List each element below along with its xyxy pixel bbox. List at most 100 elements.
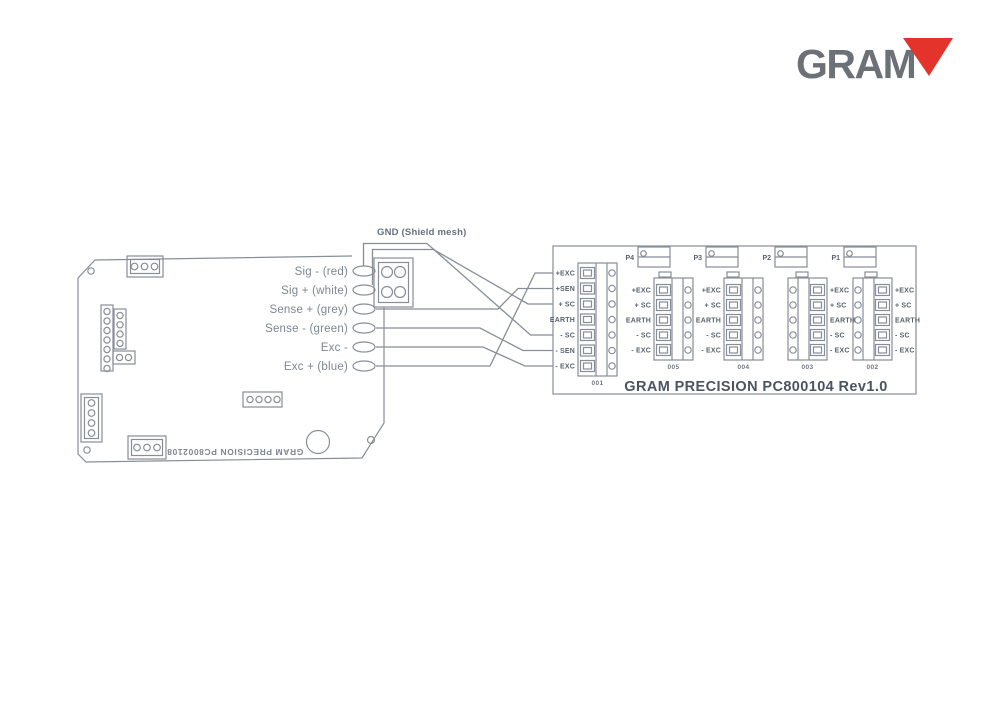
- pin-label: - EXC: [555, 364, 575, 371]
- terminal-pad: [874, 283, 891, 297]
- pcb-connector-4pin-middle: [242, 391, 283, 408]
- pin-label: + SC: [830, 303, 847, 310]
- pad-label-sig-plus: Sig + (white): [281, 285, 348, 297]
- pin-label: + SC: [895, 303, 912, 310]
- terminal-pad: [809, 283, 826, 297]
- pin-label: +EXC: [895, 288, 914, 295]
- relay-label: P2: [762, 255, 771, 262]
- terminal-pad: [874, 298, 891, 312]
- terminal-pad: [579, 282, 596, 295]
- via-hole: [608, 346, 616, 355]
- pcb-connector-4pin-bottomleft: [80, 393, 103, 443]
- junction-board-title: GRAM PRECISION PC800104 Rev1.0: [624, 379, 887, 395]
- wire-sig-plus-to-plus-sc: [371, 248, 553, 305]
- via-hole: [608, 300, 616, 308]
- pin-label: + SC: [704, 303, 721, 310]
- via-hole: [684, 346, 692, 354]
- connector-id-label: 005: [667, 364, 679, 371]
- gnd-shield-block: GND (Shield mesh): [373, 227, 466, 308]
- pad-exc-plus: [352, 360, 376, 372]
- terminal-pad: [579, 359, 596, 373]
- pin-label: - EXC: [631, 348, 651, 355]
- wire-exc-plus-to-plus-exc: [376, 272, 553, 367]
- gram-logo-text: GRAM: [796, 41, 915, 87]
- wire-sense-plus-to-plus-sen: [376, 287, 553, 310]
- terminal-pad: [725, 298, 742, 312]
- pcb-connector-3pin-top: [126, 255, 164, 278]
- terminal-pad: [874, 313, 891, 327]
- via-hole: [608, 362, 616, 370]
- relay-p3: P3: [693, 246, 740, 278]
- terminal-pad: [809, 313, 826, 327]
- wire-exc-minus-to-minus-exc: [376, 346, 553, 367]
- via-hole: [608, 315, 616, 324]
- pin-label: - EXC: [701, 348, 721, 355]
- terminal-pad: [725, 283, 742, 297]
- pad-exc-minus: [352, 341, 376, 353]
- pcb-pads: Sig - (red) Sig + (white) Sense + (grey)…: [265, 265, 376, 373]
- terminal-pad: [655, 343, 672, 357]
- terminal-pad: [579, 266, 596, 280]
- via-hole: [608, 269, 616, 277]
- pin-label: +EXC: [830, 288, 849, 295]
- wires: [362, 242, 553, 367]
- mounting-hole: [83, 446, 91, 454]
- via-hole: [754, 301, 762, 309]
- terminal-pad: [655, 283, 672, 297]
- via-hole: [789, 346, 797, 354]
- gram-logo: GRAM: [796, 38, 953, 87]
- relay-p2: P2: [762, 246, 809, 278]
- via-hole: [754, 316, 762, 324]
- pin-label: - SC: [636, 333, 651, 340]
- pin-label: +EXC: [632, 288, 651, 295]
- pad-label-sense-plus: Sense + (grey): [269, 304, 348, 316]
- pad-label-exc-minus: Exc -: [321, 342, 348, 354]
- gnd-shield-label: GND (Shield mesh): [377, 227, 466, 238]
- pin-label: + SC: [634, 303, 651, 310]
- wire-sig-minus-to-minus-sc: [362, 242, 553, 336]
- via-hole: [854, 331, 862, 339]
- pin-label: - SC: [830, 333, 845, 340]
- pin-label: - SC: [895, 333, 910, 340]
- relay-label: P1: [831, 255, 840, 262]
- pin-label: - EXC: [830, 348, 850, 355]
- via-hole: [684, 286, 692, 294]
- terminal-pad: [809, 328, 826, 342]
- via-hole: [789, 316, 797, 324]
- pad-sig-plus: [352, 284, 376, 296]
- via-hole: [854, 301, 862, 309]
- via-hole: [854, 346, 862, 354]
- relay-p4: P4: [625, 246, 672, 278]
- relay-label: P3: [693, 255, 702, 262]
- via-hole: [789, 331, 797, 339]
- pin-label: - SC: [560, 333, 575, 340]
- relays: P4 P3 P2 P1: [625, 246, 878, 278]
- via-hole: [854, 316, 862, 324]
- via-hole: [789, 286, 797, 294]
- pin-label: +EXC: [702, 288, 721, 295]
- pin-label: +SEN: [556, 286, 575, 293]
- mounting-hole: [366, 435, 376, 445]
- terminal-pad: [725, 343, 742, 357]
- left-pcb-outline: [77, 255, 385, 463]
- terminal-pad: [655, 313, 672, 327]
- wire-sense-minus-to-minus-sen: [376, 327, 553, 352]
- mounting-hole: [87, 267, 95, 275]
- pin-label: - EXC: [895, 348, 915, 355]
- junction-board-outline: [552, 245, 917, 395]
- terminal-pad: [725, 328, 742, 342]
- pin-label: +EXC: [556, 271, 575, 278]
- terminal-pad: [809, 343, 826, 357]
- pin-label: + SC: [558, 302, 575, 309]
- terminal-pad: [579, 297, 596, 311]
- pcb-silkscreen-text: GRAM PRECISION PC8002108: [167, 447, 304, 457]
- pad-label-sense-minus: Sense - (green): [265, 323, 348, 335]
- pad-sig-minus: [352, 265, 376, 277]
- connector-id-label: 004: [737, 364, 749, 371]
